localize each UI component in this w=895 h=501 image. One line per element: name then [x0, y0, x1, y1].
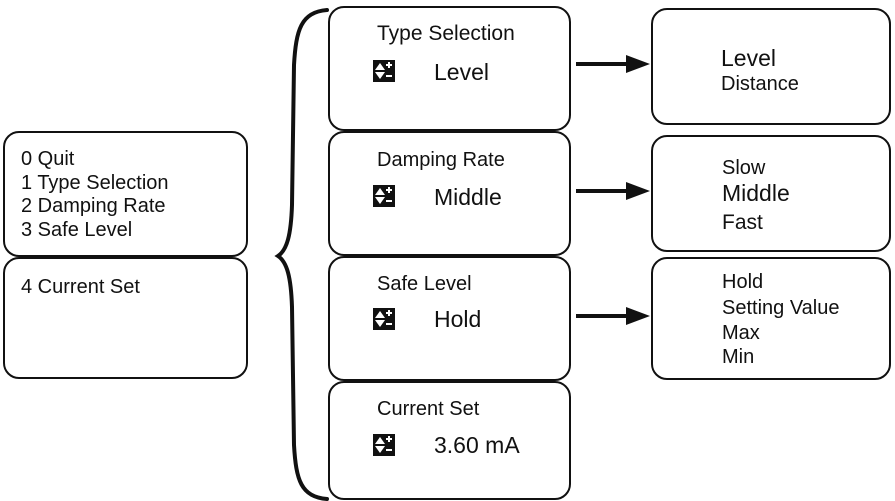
option-item[interactable]: Level	[721, 45, 776, 71]
arrow-damping-rate	[576, 182, 650, 200]
setting-value: Middle	[434, 184, 502, 210]
setting-title: Current Set	[377, 398, 480, 420]
updown-plus-minus-icon[interactable]	[373, 434, 395, 456]
options-box-type: Level Distance	[651, 8, 891, 125]
option-item[interactable]: Max	[722, 322, 760, 344]
option-item[interactable]: Middle	[722, 180, 790, 206]
setting-box-damping-rate: Damping Rate Middle	[328, 131, 571, 256]
arrow-safe-level	[576, 307, 650, 325]
menu-item-quit[interactable]: 0 Quit	[21, 148, 75, 170]
setting-value: Level	[434, 59, 489, 85]
option-item[interactable]: Fast	[722, 211, 763, 234]
option-item[interactable]: Hold	[722, 271, 764, 293]
menu-item-type-selection[interactable]: 1 Type Selection	[21, 172, 169, 194]
setting-title: Type Selection	[377, 22, 515, 45]
menu-item-current-set[interactable]: 4 Current Set	[21, 276, 140, 298]
updown-plus-minus-icon[interactable]	[373, 308, 395, 330]
options-box-safe-level: Hold Setting Value Max Min	[651, 257, 891, 380]
setting-title: Damping Rate	[377, 149, 505, 171]
option-item[interactable]: Setting Value	[722, 297, 840, 319]
main-menu-box: 0 Quit 1 Type Selection 2 Damping Rate 3…	[3, 131, 248, 257]
updown-plus-minus-icon[interactable]	[373, 60, 395, 82]
updown-plus-minus-icon[interactable]	[373, 185, 395, 207]
arrow-type-selection	[576, 55, 650, 73]
setting-value: 3.60 mA	[434, 432, 520, 458]
setting-box-safe-level: Safe Level Hold	[328, 256, 571, 381]
menu-item-safe-level[interactable]: 3 Safe Level	[21, 219, 133, 241]
current-set-menu-box: 4 Current Set	[3, 257, 248, 379]
options-box-damping: Slow Middle Fast	[651, 135, 891, 252]
menu-item-damping-rate[interactable]: 2 Damping Rate	[21, 195, 166, 217]
option-item[interactable]: Distance	[721, 73, 799, 95]
option-item[interactable]: Slow	[722, 157, 766, 179]
setting-box-type-selection: Type Selection Level	[328, 6, 571, 131]
setting-box-current-set: Current Set 3.60 mA	[328, 381, 571, 500]
setting-value: Hold	[434, 306, 482, 332]
option-item[interactable]: Min	[722, 346, 755, 368]
setting-title: Safe Level	[377, 273, 472, 295]
